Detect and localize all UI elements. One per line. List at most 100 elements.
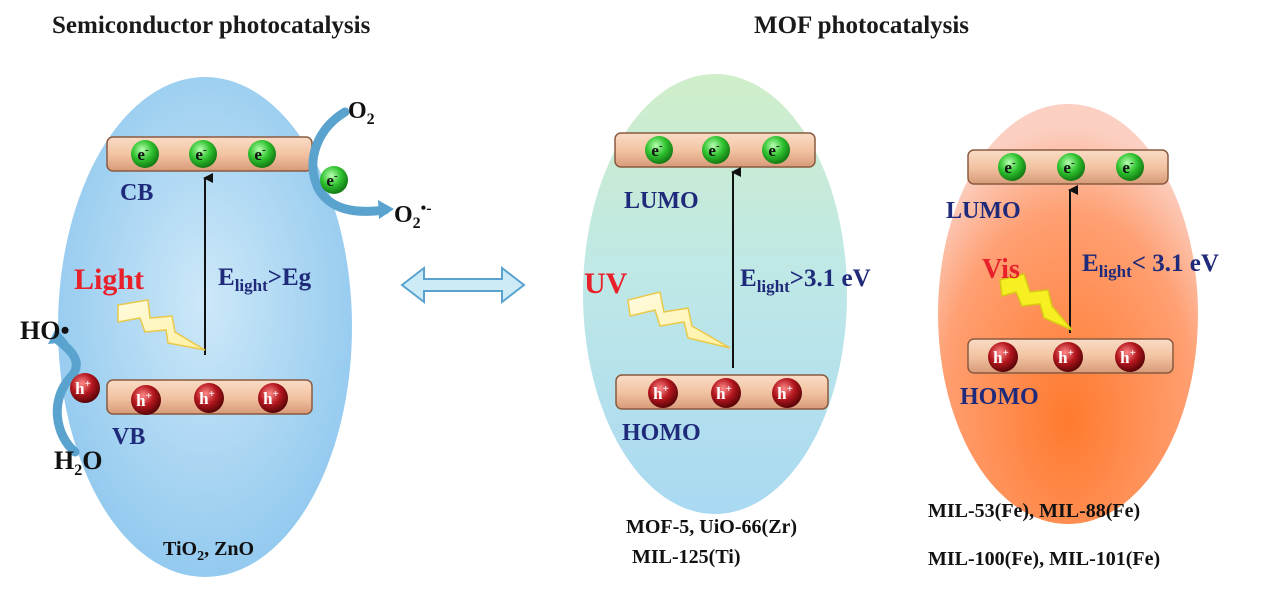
svg-text:h+: h+ <box>263 388 279 408</box>
energy-relation: >3.1 eV <box>789 265 871 292</box>
uv-bolt <box>627 291 731 349</box>
svg-text:e-: e- <box>1063 157 1075 177</box>
electron <box>1116 153 1144 181</box>
h2o-symbol: H <box>54 446 75 475</box>
svg-text:h+: h+ <box>1058 347 1074 367</box>
svg-text:e-: e- <box>254 144 266 164</box>
light-bolt-semiconductor <box>117 299 206 351</box>
materials-subscript: 2 <box>197 549 205 564</box>
svg-text:h+: h+ <box>75 378 91 398</box>
electron <box>189 140 217 168</box>
electron <box>762 136 790 164</box>
o2-label: O2 <box>348 98 375 129</box>
hole-transferring <box>70 373 100 403</box>
superoxide-label: O2•- <box>394 200 432 233</box>
superoxide-symbol: O <box>394 202 413 228</box>
title-semiconductor: Semiconductor photocatalysis <box>52 12 371 39</box>
electron <box>131 140 159 168</box>
superoxide-subscript: 2 <box>412 214 421 232</box>
mof-vis-materials-line2: MIL-100(Fe), MIL-101(Fe) <box>928 548 1161 570</box>
electron <box>998 153 1026 181</box>
vis-bolt <box>999 273 1073 331</box>
svg-text:h+: h+ <box>136 390 152 410</box>
materials-part-b: , ZnO <box>204 538 255 560</box>
hole <box>131 385 161 415</box>
svg-text:e-: e- <box>651 140 663 160</box>
hydroxyl-radical-label: HO• <box>20 316 70 345</box>
h2o-oxidation-arrow <box>52 335 81 457</box>
o2-reduction-arrow <box>308 107 390 216</box>
electron <box>702 136 730 164</box>
semiconductor-materials: TiO2, ZnO <box>163 538 254 565</box>
h2o-subscript: 2 <box>74 462 83 480</box>
hole <box>258 383 288 413</box>
light-label: Light <box>74 263 145 296</box>
h2o-label: H2O <box>54 446 102 480</box>
electrons-lumo-uv <box>645 136 790 164</box>
o2-symbol: O <box>348 98 367 124</box>
cb-label: CB <box>120 180 154 206</box>
hole-symbols: h+ h+ h+ h+ h+ h+ h+ h+ h+ h+ <box>75 347 1136 410</box>
energy-symbol: E <box>218 264 235 291</box>
svg-text:e-: e- <box>1122 157 1134 177</box>
svg-text:e-: e- <box>768 140 780 160</box>
svg-text:e-: e- <box>1004 157 1016 177</box>
energy-condition-uv: Elight>3.1 eV <box>740 265 871 297</box>
energy-condition-vis: Elight< 3.1 eV <box>1082 250 1219 282</box>
hole <box>1115 342 1145 372</box>
h2o-suffix: O <box>82 446 103 475</box>
homo-label-uv: HOMO <box>622 420 701 446</box>
energy-symbol: E <box>740 265 757 292</box>
uv-label: UV <box>584 267 628 300</box>
mof-vis-ellipse <box>938 104 1198 524</box>
lumo-label-vis: LUMO <box>946 198 1021 224</box>
svg-text:h+: h+ <box>993 347 1009 367</box>
hole <box>988 342 1018 372</box>
holes-vb <box>70 373 288 415</box>
lumo-label-uv: LUMO <box>624 188 699 214</box>
svg-text:h+: h+ <box>1120 347 1136 367</box>
electrons-lumo-vis <box>998 153 1144 181</box>
hole <box>1053 342 1083 372</box>
hole <box>772 378 802 408</box>
svg-text:h+: h+ <box>777 383 793 403</box>
energy-subscript: light <box>234 276 268 295</box>
materials-part-a: TiO <box>163 538 198 560</box>
holes-homo-uv <box>648 378 802 408</box>
hole <box>711 378 741 408</box>
h2o-oxidation-arrowhead <box>48 328 68 344</box>
electron <box>645 136 673 164</box>
holes-homo-vis <box>988 342 1145 372</box>
svg-text:e-: e- <box>195 144 207 164</box>
energy-condition-semiconductor: Elight>Eg <box>218 264 311 296</box>
comparison-double-arrow <box>400 265 526 305</box>
energy-symbol: E <box>1082 250 1099 277</box>
energy-relation: < 3.1 eV <box>1131 250 1219 277</box>
mof-uv-materials-line1: MOF-5, UiO-66(Zr) <box>626 516 798 538</box>
energy-subscript: light <box>1098 262 1132 281</box>
energy-subscript: light <box>756 277 790 296</box>
hole <box>648 378 678 408</box>
svg-text:h+: h+ <box>716 383 732 403</box>
mof-uv-materials-line2: MIL-125(Ti) <box>632 546 741 568</box>
mof-vis-materials-line1: MIL-53(Fe), MIL-88(Fe) <box>928 500 1141 522</box>
electron <box>248 140 276 168</box>
vb-label: VB <box>112 424 146 450</box>
superoxide-superscript: •- <box>420 200 432 217</box>
vis-label: Vis <box>982 254 1020 285</box>
hole <box>194 383 224 413</box>
electron-symbols: e- e- e- e- e- e- e- e- e- e- <box>137 140 1134 190</box>
electron-transferring <box>320 166 348 194</box>
o2-reduction-arrowhead <box>378 200 394 219</box>
homo-label-vis: HOMO <box>960 384 1039 410</box>
svg-text:h+: h+ <box>653 383 669 403</box>
svg-text:e-: e- <box>326 170 338 190</box>
svg-text:e-: e- <box>708 140 720 160</box>
o2-subscript: 2 <box>366 110 375 128</box>
electrons-cb <box>131 140 348 194</box>
energy-relation: >Eg <box>267 264 312 291</box>
electron <box>1057 153 1085 181</box>
title-mof: MOF photocatalysis <box>754 12 970 39</box>
